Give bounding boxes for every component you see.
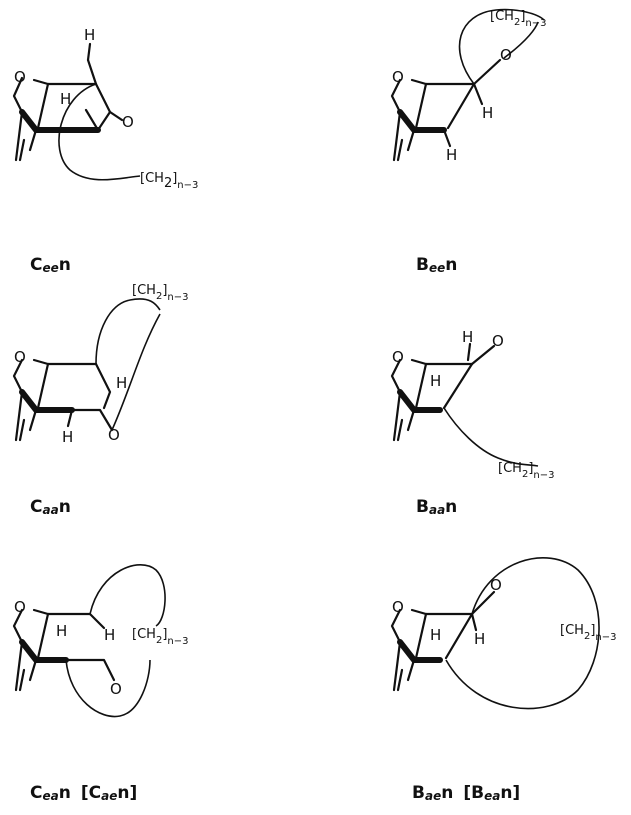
ketone-oxygen-label: O [108,426,120,444]
conformer-caption: Baan [416,497,457,517]
conformer-caption: Been [416,255,457,275]
ketone-oxygen-label: O [122,113,134,131]
ch2-group-label: [CH2]n−3 [490,9,546,29]
ch2-group-label: [CH2]n−3 [140,171,198,191]
conformer-caption: Caan [30,497,71,517]
ring-oxygen-label: O [392,598,404,616]
ring-oxygen-label: O [14,68,26,86]
hydrogen-label: H [62,428,73,446]
ch2-group-label: [CH2]n−3 [498,461,554,481]
structure-baa: O H H O [CH2]n−3 Baan [390,328,554,517]
hydrogen-label: H [84,26,95,44]
conformer-caption: Ceen [30,255,71,275]
structure-caa: O H H O [CH2]n−3 Caan [12,283,188,517]
ketone-oxygen-label: O [490,576,502,594]
ketone-oxygen-label: O [110,680,122,698]
hydrogen-label: H [56,622,67,640]
hydrogen-label: H [482,104,493,122]
ring-oxygen-label: O [14,348,26,366]
hydrogen-label: H [104,626,115,644]
ch2-group-label: [CH2]n−3 [560,623,616,643]
ch2-group-label: [CH2]n−3 [132,283,188,303]
conformer-caption: Baen[Bean] [412,783,520,803]
ring-oxygen-label: O [392,68,404,86]
ch2-group-label: [CH2]n−3 [132,627,188,647]
structure-cea: O H H O [CH2]n−3 Cean[Caen] [12,564,188,803]
hydrogen-label: H [116,374,127,392]
hydrogen-label: H [60,90,71,108]
structure-bee: O H H O [CH2]n−3 Been [390,8,546,275]
ring-oxygen-label: O [392,348,404,366]
ketone-oxygen-label: O [492,332,504,350]
hydrogen-label: H [446,146,457,164]
ring-oxygen-label: O [14,598,26,616]
hydrogen-label: H [430,372,441,390]
conformer-caption: Cean[Caen] [30,783,137,803]
hydrogen-label: H [474,630,485,648]
hydrogen-label: H [430,626,441,644]
structure-cee: O H H O [CH2]n−3 Ceen [12,26,198,275]
structure-bae: O H H O [CH2]n−3 Baen[Bean] [390,557,616,803]
hydrogen-label: H [462,328,473,346]
ketone-oxygen-label: O [500,46,512,64]
